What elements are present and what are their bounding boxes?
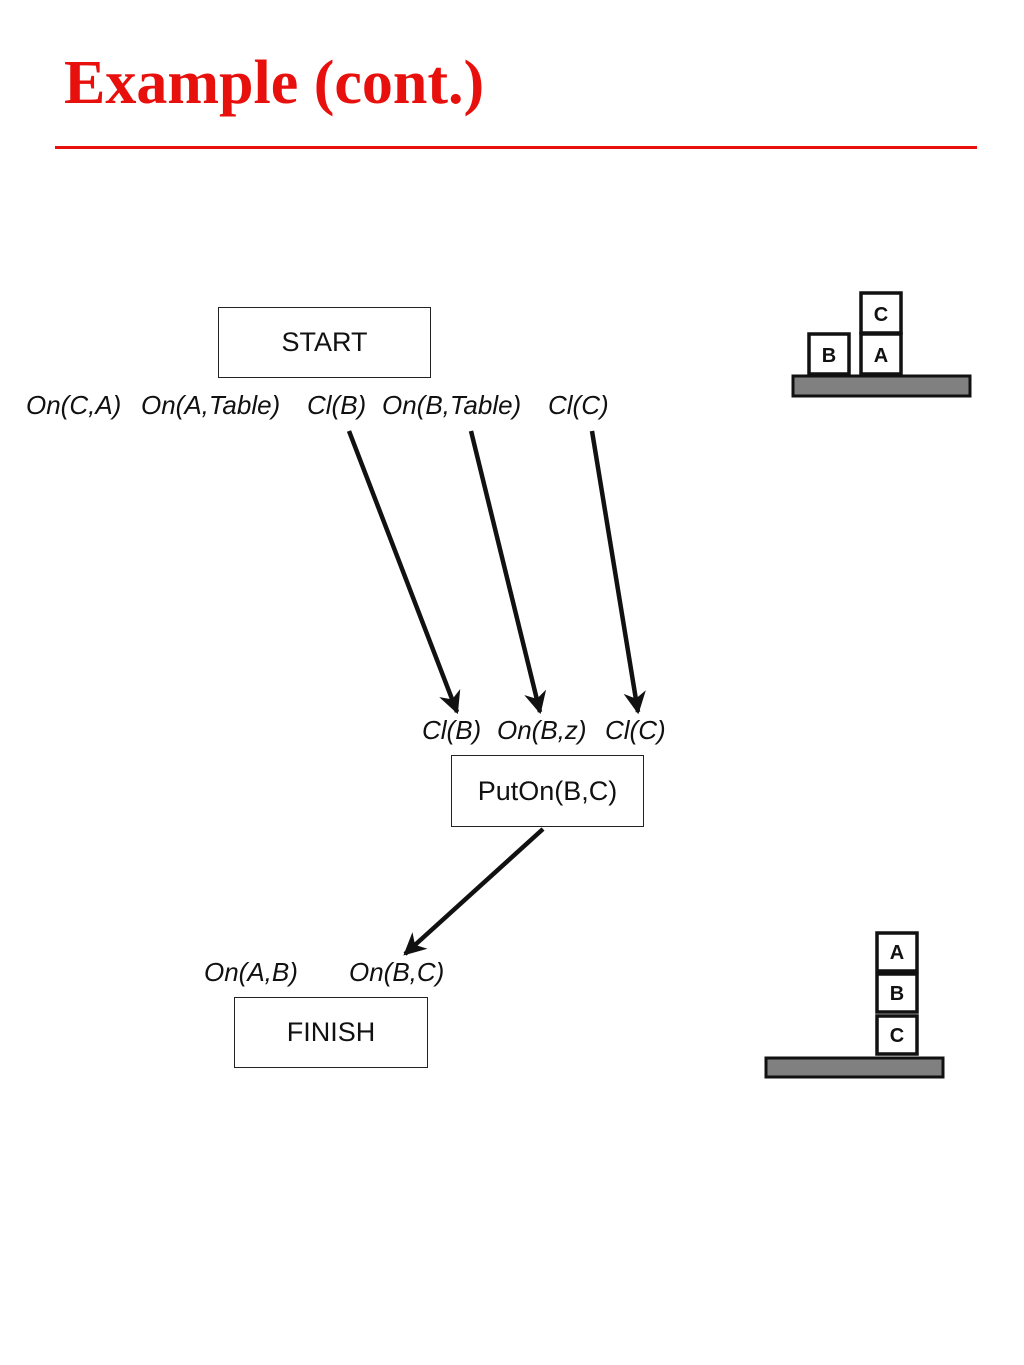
start-effect-cl-c: Cl(C) [548,390,609,420]
initial-block-b-label: B [822,345,836,367]
start-effect-on-a-table: On(A,Table) [141,390,281,420]
puton-step: PutOn(B,C) [451,755,644,827]
initial-block-b [807,332,851,376]
initial-table [791,374,972,398]
initial-block-a-label: A [874,345,888,367]
title-underline [55,146,977,149]
start-effect-on-b-table: On(B,Table) [382,390,522,420]
start-step: START [218,307,431,378]
initial-block-a [859,332,903,376]
goal-block-a [875,931,919,973]
puton-precond-cl-b: Cl(B) [422,715,482,745]
initial-block-c-label: C [874,304,888,326]
start-effect-on-c-a: On(C,A) [26,390,122,420]
finish-step-label: FINISH [286,1017,376,1047]
causal-links [346,430,646,956]
puton-step-label: PutOn(B,C) [477,775,618,806]
finish-precond-on-a-b: On(A,B) [204,957,298,987]
goal-block-b [875,972,919,1014]
finish-precond-on-b-c: On(B,C) [349,957,445,987]
goal-block-b-label: B [890,983,904,1005]
slide-title: Example (cont.) [64,49,485,117]
goal-state-illustration: A B C [764,931,945,1079]
link-on-b-z [468,430,547,715]
finish-step: FINISH [234,997,428,1068]
goal-table [764,1056,945,1079]
initial-state-illustration: C B A [791,291,972,398]
goal-block-c [875,1014,919,1056]
puton-precond-cl-c: Cl(C) [605,715,666,745]
link-cl-c [589,430,646,715]
goal-block-c-label: C [890,1025,904,1047]
start-effect-cl-b: Cl(B) [307,390,367,420]
link-on-b-c [403,827,545,956]
puton-precond-on-b-z: On(B,z) [497,715,587,745]
link-cl-b [346,430,461,715]
goal-block-a-label: A [890,942,904,964]
start-step-label: START [281,327,368,357]
